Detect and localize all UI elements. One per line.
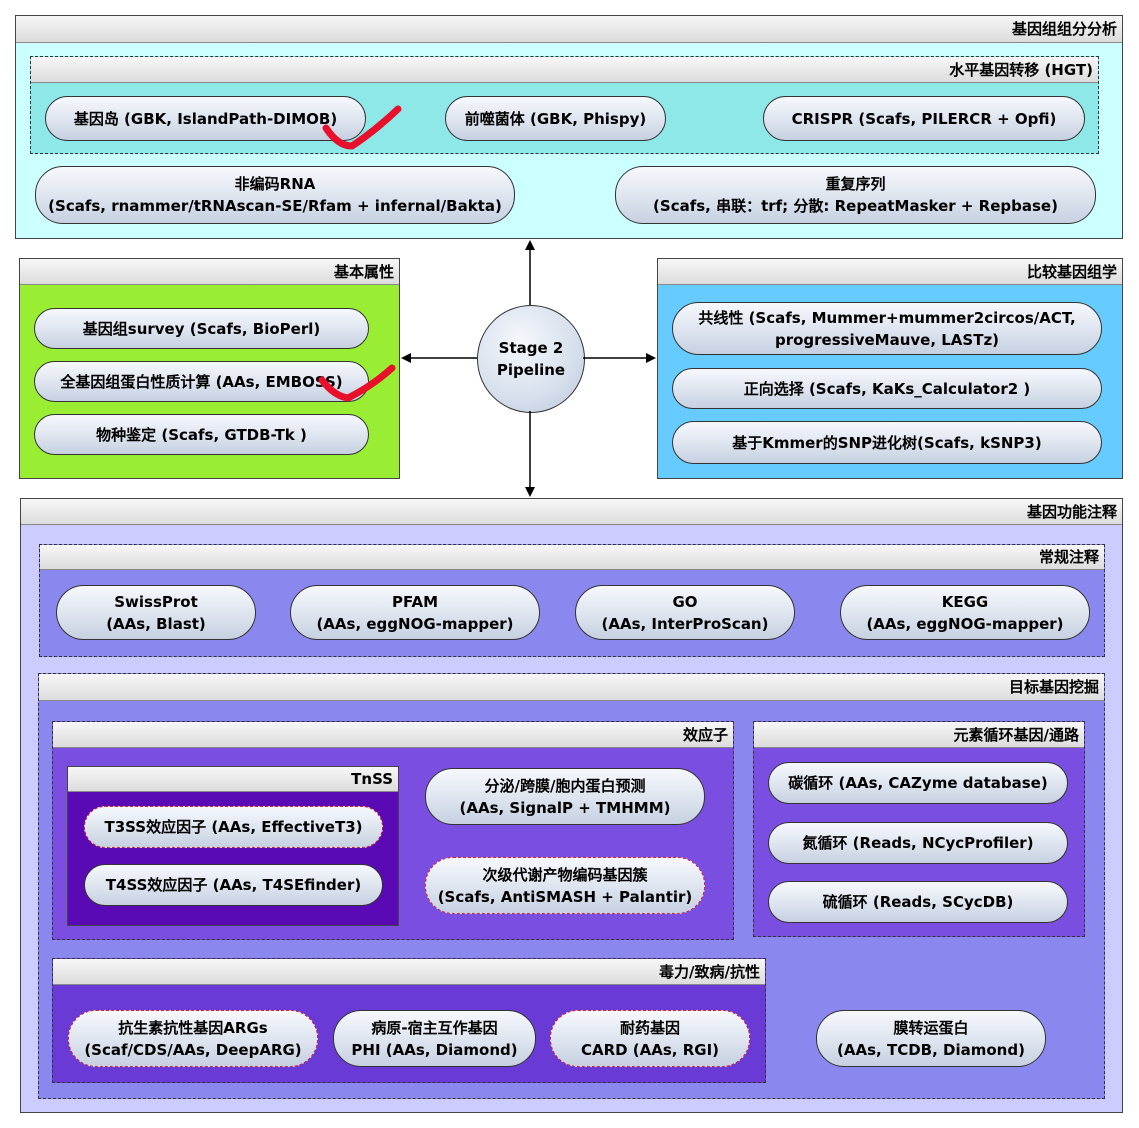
hgt-item-prophage[interactable]: 前噬菌体 (GBK, Phispy) bbox=[445, 96, 666, 141]
routine-item-kegg[interactable]: KEGG (AAs, eggNOG-mapper) bbox=[840, 585, 1090, 640]
comparative-title: 比较基因组学 bbox=[658, 259, 1122, 285]
membrane-transport-item[interactable]: 膜转运蛋白 (AAs, TCDB, Diamond) bbox=[816, 1010, 1046, 1067]
pill-text: 氮循环 (Reads, NCycProfiler) bbox=[802, 834, 1034, 852]
pill-line2: (AAs, TCDB, Diamond) bbox=[837, 1040, 1025, 1059]
tnss-item-t3ss[interactable]: T3SS效应因子 (AAs, EffectiveT3) bbox=[84, 806, 383, 848]
repeat-item[interactable]: 重复序列 (Scafs, 串联：trf; 分散: RepeatMasker + … bbox=[615, 166, 1096, 224]
genome-analysis-title: 基因组组分分析 bbox=[16, 16, 1122, 43]
effector-item-secretion[interactable]: 分泌/跨膜/胞内蛋白预测 (AAs, SignalP + TMHMM) bbox=[425, 768, 705, 825]
stage2-pipeline-hub[interactable]: Stage 2 Pipeline bbox=[477, 305, 585, 413]
hgt-item-genomic-island[interactable]: 基因岛 (GBK, IslandPath-DIMOB) bbox=[45, 96, 366, 141]
pill-line1: 重复序列 bbox=[825, 175, 886, 193]
routine-item-go[interactable]: GO (AAs, InterProScan) bbox=[575, 585, 795, 640]
pill-line2: (AAs, eggNOG-mapper) bbox=[866, 614, 1064, 633]
hub-line1: Stage 2 bbox=[498, 339, 564, 357]
basic-item-survey[interactable]: 基因组survey (Scafs, BioPerl) bbox=[34, 308, 369, 349]
pill-line2: (AAs, InterProScan) bbox=[601, 614, 769, 633]
comparative-item-snp-tree[interactable]: 基于Kmmer的SNP进化树(Scafs, kSNP3) bbox=[672, 421, 1102, 464]
pill-line1: 基于Kmmer的SNP进化树(Scafs, kSNP3) bbox=[732, 433, 1042, 452]
basic-title: 基本属性 bbox=[20, 259, 399, 285]
pill-line1: SwissProt bbox=[114, 592, 198, 611]
pill-line2: (AAs, Blast) bbox=[106, 614, 206, 633]
pill-line1: 分泌/跨膜/胞内蛋白预测 bbox=[484, 776, 646, 795]
pill-text: 前噬菌体 (GBK, Phispy) bbox=[464, 109, 647, 128]
pill-line2: (AAs, SignalP + TMHMM) bbox=[459, 798, 671, 817]
pill-line2: (Scafs, AntiSMASH + Palantir) bbox=[437, 887, 693, 906]
pill-line2: (AAs, eggNOG-mapper) bbox=[316, 614, 514, 633]
effector-title: 效应子 bbox=[53, 722, 733, 748]
pill-line2: (Scaf/CDS/AAs, DeepARG) bbox=[84, 1040, 302, 1059]
virulence-item-args[interactable]: 抗生素抗性基因ARGs (Scaf/CDS/AAs, DeepARG) bbox=[68, 1010, 318, 1067]
pill-line1: 抗生素抗性基因ARGs bbox=[118, 1018, 268, 1037]
virulence-item-card[interactable]: 耐药基因 CARD (AAs, RGI) bbox=[550, 1010, 750, 1067]
pill-line1: 非编码RNA bbox=[234, 175, 316, 193]
pill-line2: (Scafs, rnammer/tRNAscan-SE/Rfam + infer… bbox=[48, 197, 502, 215]
tnss-item-t4ss[interactable]: T4SS效应因子 (AAs, T4SEfinder) bbox=[84, 864, 383, 906]
pill-text: 物种鉴定 (Scafs, GTDB-Tk ) bbox=[96, 425, 307, 444]
pill-line1: 病原-宿主互作基因 bbox=[371, 1018, 498, 1037]
routine-title: 常规注释 bbox=[40, 545, 1104, 570]
virulence-item-phi[interactable]: 病原-宿主互作基因 PHI (AAs, Diamond) bbox=[333, 1010, 536, 1067]
pill-line1: 正向选择 (Scafs, KaKs_Calculator2 ) bbox=[743, 379, 1031, 398]
pill-text: T4SS效应因子 (AAs, T4SEfinder) bbox=[105, 876, 362, 894]
basic-item-protein-properties[interactable]: 全基因组蛋白性质计算 (AAs, EMBOSS) bbox=[34, 361, 369, 402]
pill-line1: GO bbox=[672, 592, 698, 611]
pill-line2: (Scafs, 串联：trf; 分散: RepeatMasker + Repba… bbox=[653, 197, 1058, 215]
pill-text: 基因岛 (GBK, IslandPath-DIMOB) bbox=[73, 109, 338, 128]
routine-item-swissprot[interactable]: SwissProt (AAs, Blast) bbox=[56, 585, 256, 640]
pill-text: CRISPR (Scafs, PILERCR + Opfi) bbox=[791, 109, 1057, 128]
pill-text: 全基因组蛋白性质计算 (AAs, EMBOSS) bbox=[60, 372, 343, 391]
basic-item-species-id[interactable]: 物种鉴定 (Scafs, GTDB-Tk ) bbox=[34, 414, 369, 455]
cycles-title: 元素循环基因/通路 bbox=[754, 722, 1084, 748]
hgt-item-crispr[interactable]: CRISPR (Scafs, PILERCR + Opfi) bbox=[763, 96, 1085, 141]
ncrna-item[interactable]: 非编码RNA (Scafs, rnammer/tRNAscan-SE/Rfam … bbox=[35, 166, 515, 224]
effector-item-secondary-metabolite[interactable]: 次级代谢产物编码基因簇 (Scafs, AntiSMASH + Palantir… bbox=[425, 857, 705, 914]
pill-line2: PHI (AAs, Diamond) bbox=[351, 1040, 518, 1059]
pill-line1: 共线性 (Scafs, Mummer+mummer2circos/ACT, bbox=[698, 308, 1076, 327]
comparative-item-positive-selection[interactable]: 正向选择 (Scafs, KaKs_Calculator2 ) bbox=[672, 368, 1102, 409]
pill-line1: KEGG bbox=[941, 592, 989, 611]
cycles-item-carbon[interactable]: 碳循环 (AAs, CAZyme database) bbox=[768, 762, 1068, 804]
comparative-item-synteny[interactable]: 共线性 (Scafs, Mummer+mummer2circos/ACT, pr… bbox=[672, 302, 1102, 355]
cycles-item-nitrogen[interactable]: 氮循环 (Reads, NCycProfiler) bbox=[768, 822, 1068, 864]
pill-line2: CARD (AAs, RGI) bbox=[580, 1040, 720, 1059]
function-title: 基因功能注释 bbox=[21, 499, 1122, 525]
cycles-item-sulfur[interactable]: 硫循环 (Reads, SCycDB) bbox=[768, 881, 1068, 923]
hgt-title: 水平基因转移 (HGT) bbox=[31, 57, 1098, 83]
routine-item-pfam[interactable]: PFAM (AAs, eggNOG-mapper) bbox=[290, 585, 540, 640]
pill-text: T3SS效应因子 (AAs, EffectiveT3) bbox=[104, 818, 363, 836]
pill-line1: 次级代谢产物编码基因簇 bbox=[482, 865, 648, 884]
pill-line2: progressiveMauve, LASTz) bbox=[774, 330, 1000, 349]
hub-line2: Pipeline bbox=[496, 361, 566, 379]
pill-text: 硫循环 (Reads, SCycDB) bbox=[822, 893, 1014, 911]
pill-line1: 耐药基因 bbox=[619, 1018, 680, 1037]
pill-text: 碳循环 (AAs, CAZyme database) bbox=[788, 774, 1048, 792]
pill-line1: PFAM bbox=[391, 592, 439, 611]
pill-text: 基因组survey (Scafs, BioPerl) bbox=[82, 319, 321, 338]
pill-line1: 膜转运蛋白 bbox=[893, 1018, 969, 1037]
virulence-title: 毒力/致病/抗性 bbox=[53, 959, 765, 985]
tnss-title: TnSS bbox=[68, 767, 398, 792]
target-title: 目标基因挖掘 bbox=[39, 674, 1104, 701]
